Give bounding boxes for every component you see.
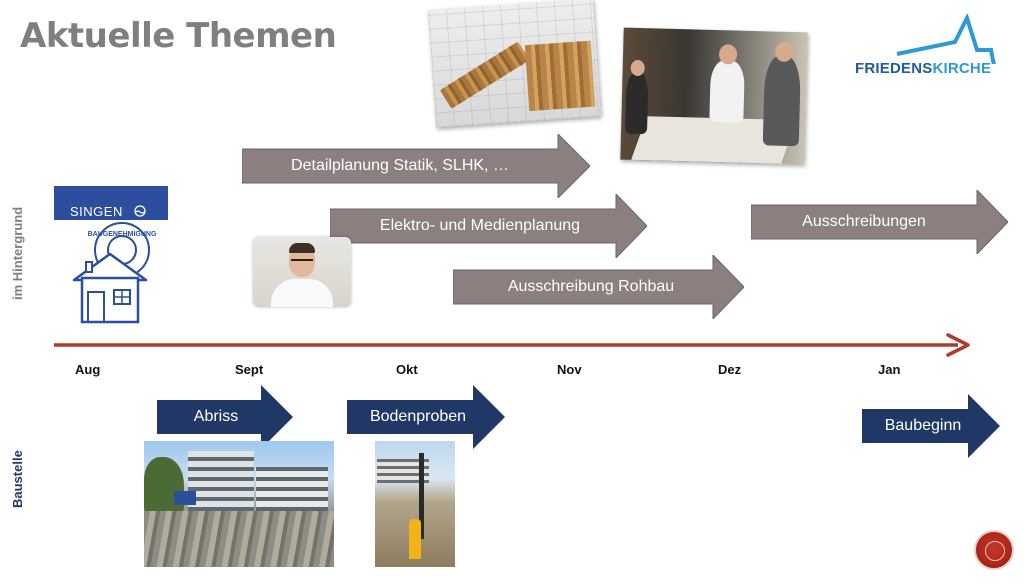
month-aug: Aug <box>75 362 101 377</box>
month-okt: Okt <box>396 362 418 377</box>
slide-title: Aktuelle Themen <box>20 16 337 56</box>
task-label: Ausschreibung Rohbau <box>507 278 675 295</box>
month-jan: Jan <box>878 362 901 377</box>
planning-meeting-photo <box>620 27 808 165</box>
singen-emblem-icon <box>134 205 146 217</box>
demolition-site-photo <box>144 441 334 567</box>
building-permit-icon: BAUGENEHMIGUNG <box>72 222 157 324</box>
permit-stamp-text: BAUGENEHMIGUNG <box>88 231 157 238</box>
church-roof-icon <box>896 14 996 64</box>
friedenskirche-logo: FRIEDENSKIRCHE <box>855 14 1005 82</box>
task-arrow-elektroplanung: Elektro- und Medienplanung <box>330 194 647 258</box>
month-sept: Sept <box>235 362 264 377</box>
background-section-label: im Hintergrund <box>10 206 25 300</box>
task-label: Detailplanung Statik, SLHK, … <box>291 157 509 174</box>
singen-city-logo: SINGEN <box>54 186 168 220</box>
task-arrow-detailplanung: Detailplanung Statik, SLHK, … <box>242 134 590 198</box>
task-label: Ausschreibungen <box>802 213 926 230</box>
site-arrow-bodenproben: Bodenproben <box>347 385 505 449</box>
logo-text: FRIEDENSKIRCHE <box>855 60 992 77</box>
singen-logo-text: SINGEN <box>70 204 123 219</box>
soil-sampling-photo <box>375 441 455 567</box>
site-task-label: Abriss <box>193 408 239 425</box>
month-nov: Nov <box>557 362 582 377</box>
site-task-label: Baubeginn <box>884 417 962 434</box>
site-arrow-baubeginn: Baubeginn <box>862 394 1000 458</box>
site-section-label: Baustelle <box>10 450 25 508</box>
building-plans-photo <box>428 0 601 128</box>
month-dez: Dez <box>718 362 742 377</box>
timeline-arrow <box>54 333 970 357</box>
decorative-seal-icon <box>974 530 1014 570</box>
person-portrait-photo <box>253 237 351 307</box>
task-label: Elektro- und Medienplanung <box>379 217 581 234</box>
site-arrow-abriss: Abriss <box>157 385 293 449</box>
site-task-label: Bodenproben <box>369 408 467 425</box>
task-arrow-ausschreibung-rohbau: Ausschreibung Rohbau <box>453 255 744 319</box>
task-arrow-ausschreibungen: Ausschreibungen <box>751 190 1008 254</box>
